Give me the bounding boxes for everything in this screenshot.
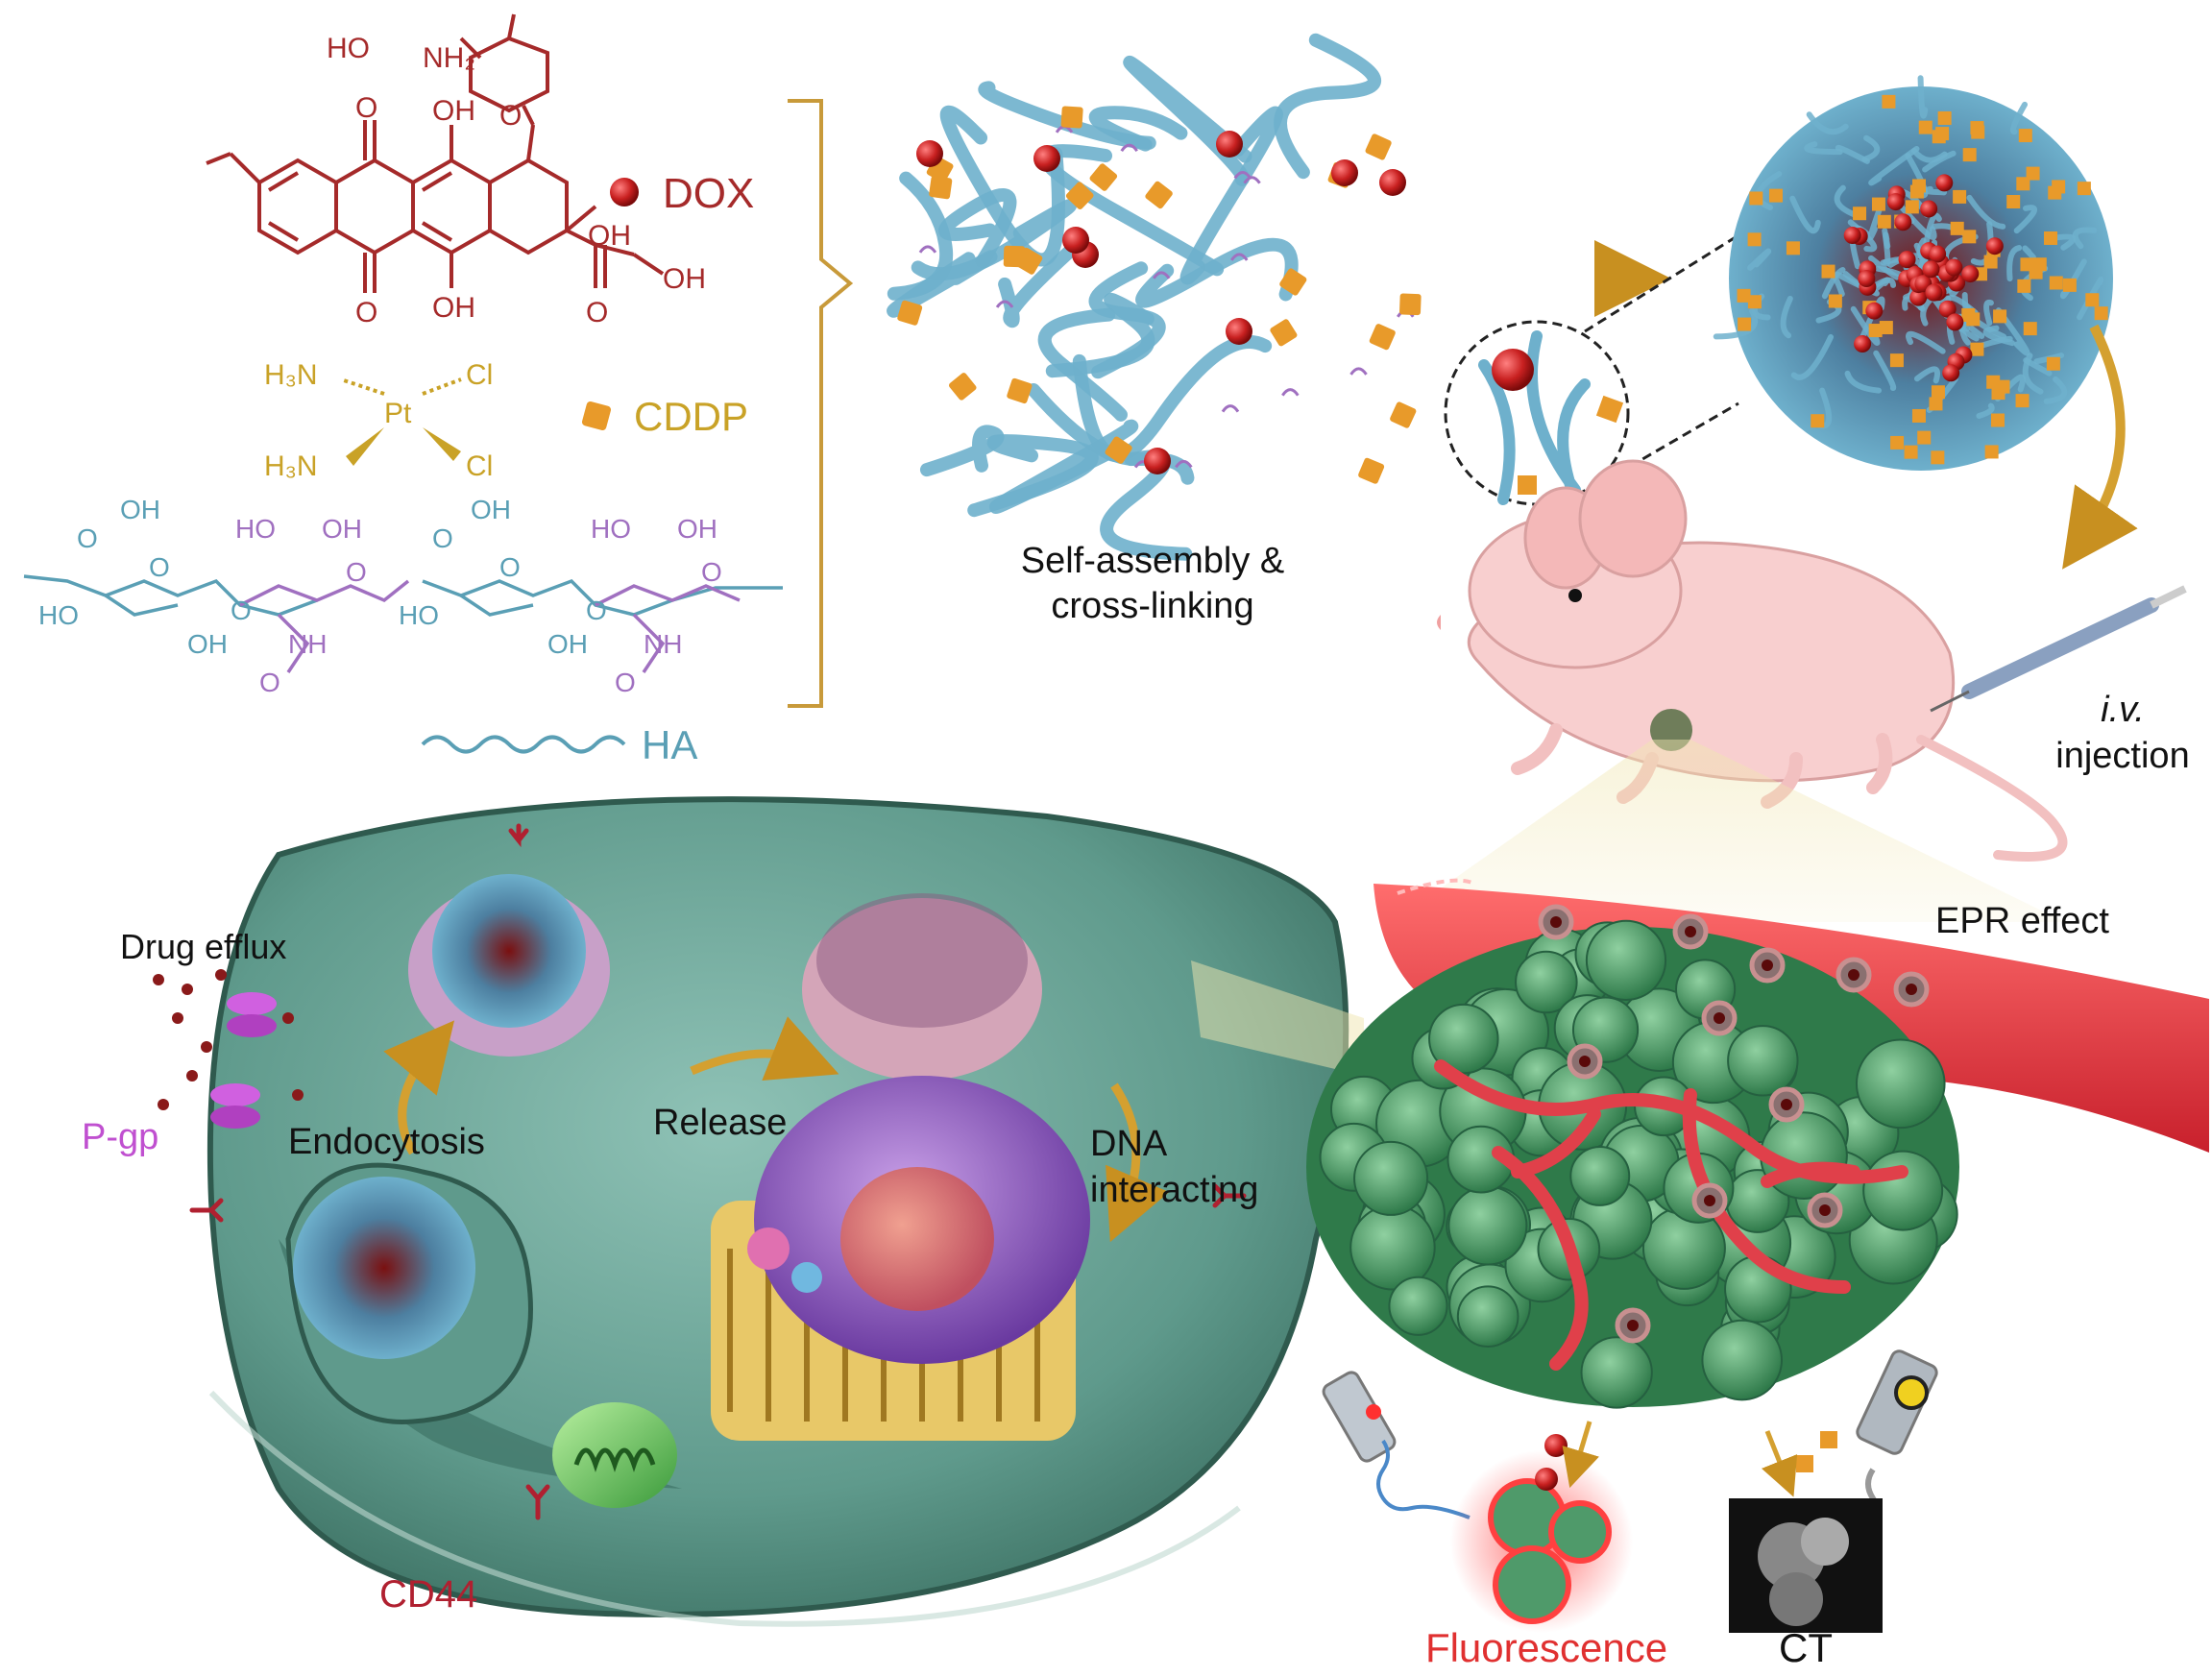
cddp-h3n2-label: H₃N <box>264 450 318 482</box>
dox-o2-label: O <box>355 92 377 124</box>
pgp-pump-1 <box>227 992 277 1037</box>
endosome-top <box>408 874 610 1057</box>
cd44-label: CD44 <box>379 1573 478 1616</box>
ha-structure <box>23 574 783 673</box>
pgp-label: P-gp <box>82 1117 159 1157</box>
dox-oh1-label: OH <box>432 95 475 127</box>
dox-oh4-label: OH <box>663 263 706 295</box>
svg-text:OH: OH <box>120 495 160 524</box>
dox-atom-labels: HO NH₂ O O OH OH OH O OH O <box>327 33 706 328</box>
ct-cddp-2 <box>1820 1431 1837 1448</box>
nanoparticle <box>1713 75 2113 471</box>
dox-oh2-label: OH <box>432 292 475 324</box>
svg-text:O: O <box>432 523 453 553</box>
endocytosis-label: Endocytosis <box>288 1122 485 1162</box>
pgp-pump-2 <box>210 1083 260 1129</box>
cddp-legend-marker <box>581 401 612 431</box>
dna-label: DNA <box>1090 1124 1168 1164</box>
self-assembly-label-line1: Self-assembly & <box>1020 541 1285 581</box>
dna-arrow <box>1106 1082 1170 1243</box>
svg-text:NH: NH <box>288 629 327 659</box>
fluorescence-image <box>1450 1434 1633 1633</box>
ct-image <box>1729 1498 1883 1633</box>
svg-text:OH: OH <box>677 514 717 544</box>
fluor-arrow <box>1562 1421 1599 1489</box>
ct-arrow <box>1762 1430 1798 1497</box>
svg-text:O: O <box>346 557 367 587</box>
svg-text:O: O <box>77 523 98 553</box>
cddp-pt-label: Pt <box>384 398 412 429</box>
syringe <box>1930 585 2187 713</box>
svg-text:OH: OH <box>471 495 511 524</box>
tumor-mass <box>1306 919 1959 1409</box>
ct-label: CT <box>1779 1625 1833 1670</box>
fluorescence-probe <box>1322 1371 1471 1519</box>
cddp-cl2-label: Cl <box>466 450 493 482</box>
svg-text:O: O <box>231 595 252 625</box>
svg-text:OH: OH <box>322 514 362 544</box>
release-arrow <box>690 1016 839 1082</box>
ha-legend-marker <box>421 735 626 754</box>
endosome-release <box>802 893 1042 1081</box>
svg-text:HO: HO <box>591 514 631 544</box>
injection-arrow <box>2062 324 2138 570</box>
dox-legend-marker <box>610 178 639 207</box>
svg-text:O: O <box>586 595 607 625</box>
svg-text:OH: OH <box>547 629 588 659</box>
mouse <box>1437 459 2068 862</box>
svg-text:O: O <box>149 552 170 582</box>
iv-label: i.v. <box>2101 690 2145 730</box>
nucleus <box>747 1076 1090 1364</box>
interacting-label: interacting <box>1090 1170 1259 1210</box>
components-bracket <box>788 99 854 708</box>
fluorescence-label: Fluorescence <box>1424 1625 1668 1670</box>
vessel-nanoparticles <box>1538 904 1930 1344</box>
svg-text:NH: NH <box>644 629 682 659</box>
epr-effect-label: EPR effect <box>1935 901 2109 941</box>
cd44-receptors <box>189 823 1247 1520</box>
dox-legend-label: DOX <box>663 170 755 217</box>
dox-o3-label: O <box>355 297 377 328</box>
svg-text:O: O <box>499 552 521 582</box>
zoom-cone-tumor <box>1393 740 2065 922</box>
injection-label: injection <box>2055 736 2190 776</box>
crosslinked-network <box>887 33 1422 561</box>
ha-atom-labels: OH O O HO OH O OH O O HO OH O HO OH O NH… <box>38 495 722 697</box>
cddp-legend-label: CDDP <box>634 394 749 439</box>
dox-o4-label: O <box>586 297 608 328</box>
endocytic-vesicle <box>285 1162 533 1424</box>
dox-structure <box>206 13 665 293</box>
efflux-drug-dots <box>153 969 304 1110</box>
dox-ho-label: HO <box>327 33 370 64</box>
svg-text:O: O <box>259 668 280 697</box>
mitochondrion <box>552 1402 677 1508</box>
svg-text:HO: HO <box>235 514 276 544</box>
drug-efflux-label: Drug efflux <box>120 927 287 966</box>
endocytosis-arrow <box>383 1020 455 1155</box>
cddp-structure <box>340 377 462 466</box>
svg-text:HO: HO <box>399 600 439 630</box>
svg-text:O: O <box>701 557 722 587</box>
dox-nh2-label: NH₂ <box>423 42 475 74</box>
dox-o-label: O <box>499 100 522 132</box>
tumor-vasculature <box>1434 1059 1908 1371</box>
cddp-cl1-label: Cl <box>466 359 493 391</box>
cddp-h3n1-label: H₃N <box>264 359 318 391</box>
release-label: Release <box>653 1103 788 1143</box>
cddp-atom-labels: H₃N Cl Pt H₃N Cl <box>264 359 493 482</box>
svg-text:OH: OH <box>187 629 228 659</box>
ha-legend-label: HA <box>642 722 698 767</box>
ct-cddp-1 <box>1796 1455 1813 1472</box>
dox-oh3-label: OH <box>588 220 631 252</box>
zoom-cone-cell <box>1191 960 1364 1076</box>
svg-text:O: O <box>615 668 636 697</box>
svg-text:HO: HO <box>38 600 79 630</box>
self-assembly-label-line2: cross-linking <box>1051 586 1254 626</box>
